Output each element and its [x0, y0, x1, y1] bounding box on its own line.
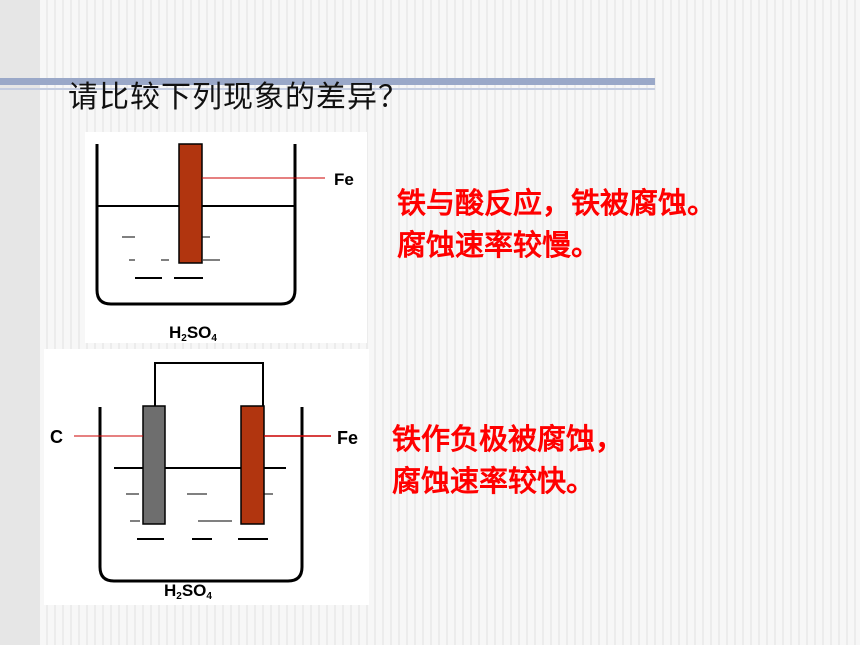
diagram-2-panel: C Fe H2SO4	[44, 349, 369, 605]
beaker-galvanic-diagram: C Fe H2SO4	[50, 362, 358, 602]
fe-label: Fe	[334, 170, 354, 189]
header-underline	[0, 88, 655, 90]
fe-electrode	[178, 143, 203, 264]
header-bar	[0, 78, 655, 85]
carbon-electrode	[142, 405, 166, 525]
solution-label: H2SO4	[164, 581, 212, 602]
description-2-line-2: 腐蚀速率较快。	[392, 464, 596, 498]
fe-label: Fe	[337, 428, 358, 448]
description-1-line-2: 腐蚀速率较慢。	[397, 228, 601, 262]
solution-label: H2SO4	[169, 323, 217, 343]
c-label: C	[50, 427, 63, 447]
diagram-1-panel: Fe H2SO4	[85, 132, 367, 343]
slide-title: 请比较下列现象的差异？	[68, 80, 409, 115]
beaker-fe-diagram: Fe H2SO4	[95, 143, 354, 343]
description-2-line-1: 铁作负极被腐蚀，	[392, 422, 625, 456]
description-1-line-1: 铁与酸反应，铁被腐蚀。	[397, 186, 717, 220]
diagram-1-description: 铁与酸反应，铁被腐蚀。 腐蚀速率较慢。	[397, 182, 716, 266]
fe-electrode	[240, 405, 265, 525]
connecting-wire	[154, 362, 264, 406]
beaker-outline	[95, 144, 297, 306]
diagram-2-description: 铁作负极被腐蚀， 腐蚀速率较快。	[392, 418, 624, 502]
beaker-outline	[98, 407, 304, 583]
